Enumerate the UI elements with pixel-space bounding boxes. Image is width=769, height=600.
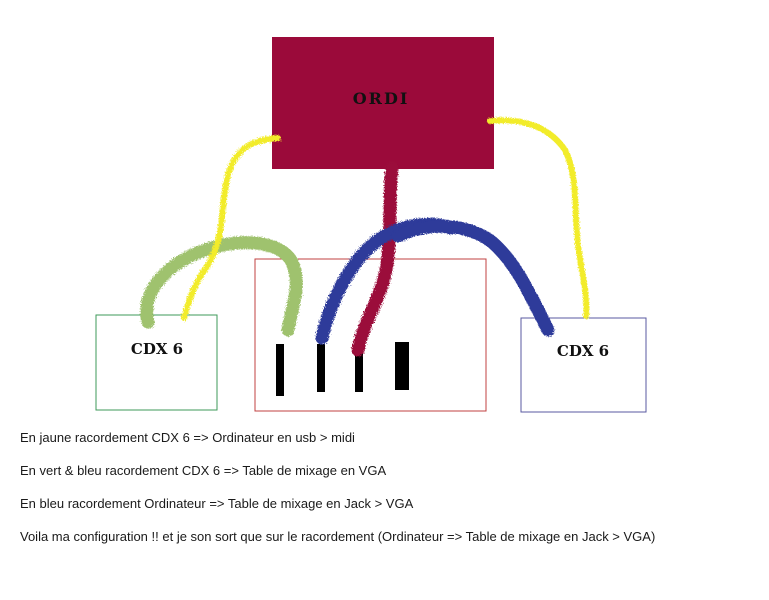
left-cdx-label: CDX 6 <box>131 340 183 358</box>
green-cable <box>140 236 303 337</box>
yellow-cable-right <box>487 117 590 319</box>
computer-label: ORDI <box>353 89 410 108</box>
mixer-box <box>254 258 487 412</box>
mixer-jack-3 <box>355 350 363 392</box>
left-cdx-box <box>95 314 218 411</box>
computer-box <box>272 37 494 169</box>
yellow-cable-left <box>181 135 281 321</box>
right-cdx-box <box>520 317 647 413</box>
red-cable <box>351 161 399 357</box>
mixer-jack-4 <box>395 342 409 390</box>
mixer-jack-2 <box>317 344 325 392</box>
note-blue: En bleu racordement Ordinateur => Table … <box>20 496 414 511</box>
right-cdx-label: CDX 6 <box>557 342 609 360</box>
note-yellow: En jaune racordement CDX 6 => Ordinateur… <box>20 430 355 445</box>
blue-cable-right <box>391 219 555 337</box>
note-configuration: Voila ma configuration !! et je son sort… <box>20 529 656 544</box>
note-green-blue: En vert & bleu racordement CDX 6 => Tabl… <box>20 463 387 478</box>
mixer-jack-1 <box>276 344 284 396</box>
